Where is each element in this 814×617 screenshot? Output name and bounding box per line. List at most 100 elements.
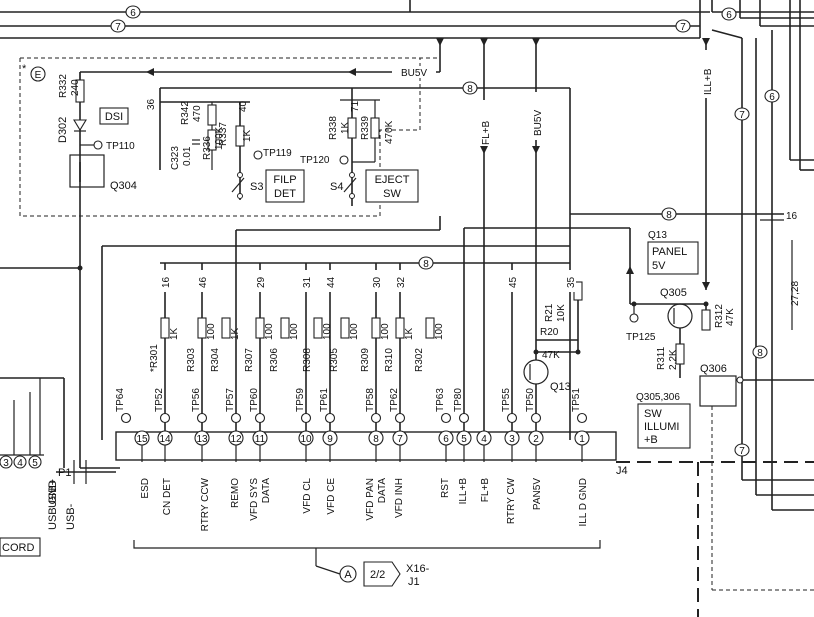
test-point — [120, 412, 132, 424]
test-point — [530, 412, 542, 424]
net-badges: 6 7 7 6 8 6 7 8 8 8 7 — [110, 5, 780, 457]
s4-ref: S4 — [330, 181, 343, 193]
tp119-label: TP119 — [263, 148, 292, 159]
mid-res-val: 100 — [434, 323, 445, 340]
mid-res-val: 100 — [322, 323, 333, 340]
bu5v-vtag: BU5V — [533, 110, 544, 136]
mid-res-ref: R304 — [210, 348, 221, 372]
pin-number: 13 — [196, 434, 208, 445]
pin-number: 6 — [443, 434, 449, 445]
mid-res-ref: R308 — [302, 348, 313, 372]
net-badge: 8 — [666, 210, 672, 221]
p1-label: P1 — [58, 467, 71, 479]
pin-tag: 32 — [396, 276, 407, 288]
signal-label: RTRY CCW — [200, 477, 211, 531]
signal-label: CN DET — [162, 478, 173, 515]
d302-ref: D302 — [57, 117, 69, 143]
test-point — [300, 412, 312, 424]
ref-dest-2: J1 — [408, 576, 420, 588]
mid-res-val: 100 — [349, 323, 360, 340]
mid-res-val: 100 — [206, 323, 217, 340]
ref-dest-1: X16- — [406, 563, 430, 575]
r338-ref: R338 — [328, 116, 339, 140]
r311-val: 2.2K — [668, 349, 679, 370]
test-point — [506, 412, 518, 424]
test-point — [196, 412, 208, 424]
mid-res-ref: *R301 — [149, 344, 160, 372]
r337-val: 1K — [242, 129, 253, 142]
usb-pin — [13, 455, 27, 469]
r337-ref: R337 — [218, 122, 229, 146]
test-point — [370, 412, 382, 424]
r311-ref: R311 — [656, 346, 667, 370]
test-point-label: TP61 — [319, 388, 330, 412]
pin-tag: 46 — [198, 276, 209, 288]
net-badge: 7 — [115, 22, 121, 33]
r332-val: 240 — [70, 79, 81, 96]
r342-network: R342 470 R336 100K C323 0.01 R337 1K 36 … — [146, 98, 292, 200]
usb-pin — [0, 455, 13, 469]
test-point — [440, 412, 452, 424]
signal-label: FL+B — [480, 478, 491, 503]
ref-block: A 2/2 X16- J1 — [133, 540, 601, 588]
tp119-point — [253, 150, 263, 160]
top-buses — [0, 0, 814, 39]
pin-number: 2 — [533, 434, 539, 445]
tp125-point — [629, 313, 639, 323]
r342-val: 470 — [192, 105, 203, 122]
net-badge: 8 — [467, 84, 473, 95]
pin-tag: 45 — [508, 276, 519, 288]
ref-page: 2/2 — [370, 569, 385, 581]
q305-q306: Q305 R312 47K R311 2.2K TP125 Q306 Q305,… — [626, 287, 814, 591]
r338-val: 1K — [340, 121, 351, 134]
r339-val: 470K — [384, 120, 395, 144]
pin-number: 4 — [481, 434, 487, 445]
usb-pin-number: 5 — [32, 458, 38, 469]
sw-l3: +B — [644, 434, 658, 446]
r342-ref: R342 — [180, 101, 191, 125]
pin-number: 10 — [300, 434, 312, 445]
mid-res-ref: R309 — [360, 348, 371, 372]
test-point — [324, 412, 336, 424]
r312-val: 47K — [725, 308, 736, 326]
ref-circle: A — [344, 569, 352, 581]
mid-res-val: 100 — [380, 323, 391, 340]
panel-5v: Q13 PANEL 5V — [626, 230, 699, 275]
tp120-label: TP120 — [300, 155, 330, 166]
signal-label: VFD PAN — [365, 478, 376, 521]
connector-strip: P1 J4 — [56, 431, 814, 617]
pin-tag-40: 40 — [238, 100, 249, 112]
pin-tag: 35 — [566, 276, 577, 288]
test-point-label: TP57 — [225, 388, 236, 412]
illb-tag: ILL+B — [703, 68, 714, 95]
section-mark: * — [22, 63, 27, 75]
mid-res-ref: R310 — [384, 348, 395, 372]
n27-28-tag: 27,28 — [790, 281, 801, 306]
q304-ref: Q304 — [110, 180, 137, 192]
pin-number: 14 — [159, 434, 171, 445]
test-point-label: TP63 — [435, 388, 446, 412]
c323-ref: C323 — [170, 146, 181, 170]
s3-ref: S3 — [250, 181, 263, 193]
signal-label: RST — [440, 478, 451, 498]
test-point — [458, 412, 470, 424]
r21-ref: R21 — [544, 303, 555, 322]
test-point-label: TP59 — [295, 388, 306, 412]
test-point-label: TP80 — [453, 388, 464, 412]
mid-res-ref: R303 — [186, 348, 197, 372]
signal-label: PAN5V — [532, 478, 543, 510]
sw-l1: SW — [644, 408, 662, 420]
pin-number: 8 — [373, 434, 379, 445]
pin-tag: 29 — [256, 276, 267, 288]
test-point — [576, 412, 588, 424]
mid-res-val: 1K — [404, 327, 415, 340]
pin-number: 12 — [230, 434, 242, 445]
pin-tag-71: 71 — [350, 100, 361, 112]
test-point-label: TP62 — [389, 388, 400, 412]
r312-ref: R312 — [714, 304, 725, 328]
left-rail — [0, 72, 120, 469]
s4-name-1: EJECT — [375, 174, 410, 186]
sw-caption: Q305,306 — [636, 392, 680, 403]
